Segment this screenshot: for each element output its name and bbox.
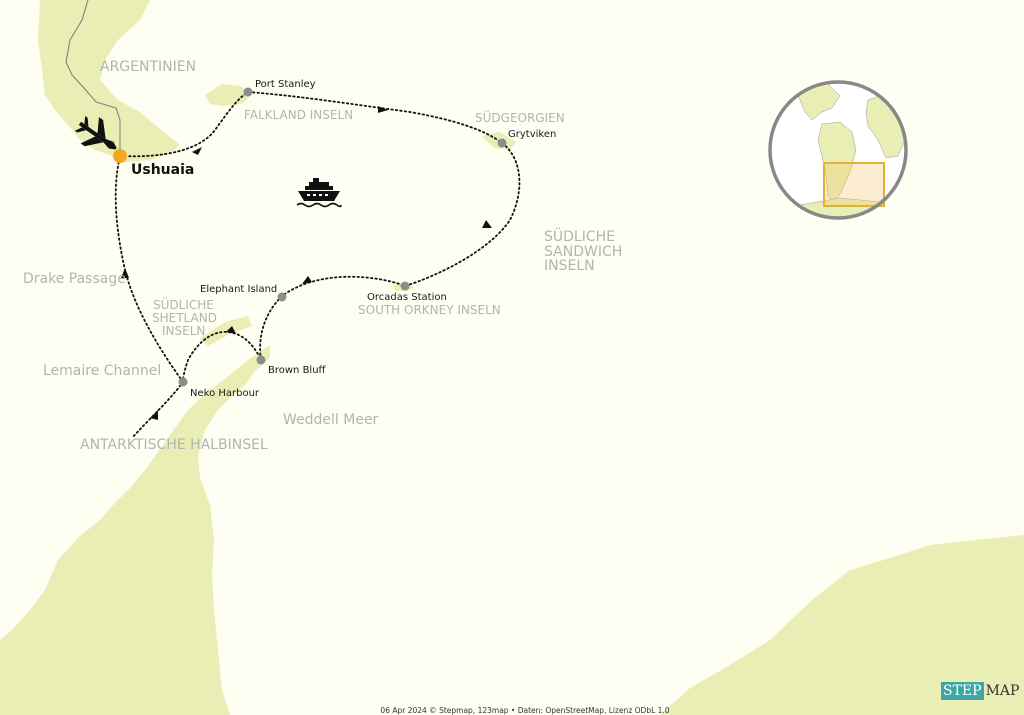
region-label-shetland-1: SÜDLICHE: [153, 296, 214, 312]
globe-inset: [768, 80, 908, 220]
place-label-brown-bluff[interactable]: Brown Bluff: [268, 365, 327, 376]
route-arrows: [121, 106, 492, 420]
region-label-sandwich-3: INSELN: [544, 258, 595, 274]
stop-marker-elephant[interactable]: [277, 292, 287, 302]
stop-marker-grytviken[interactable]: [497, 138, 507, 148]
stop-marker-ushuaia[interactable]: [113, 149, 127, 163]
argentina-chile-border: [65, 0, 121, 160]
landmass-south-america: [38, 0, 180, 162]
region-label-sandwich-2: SANDWICH: [544, 244, 622, 260]
landmass-antarctic-peninsula: [0, 345, 270, 715]
logo-part-step: STEP: [941, 682, 984, 700]
place-label-ushuaia[interactable]: Ushuaia: [131, 162, 194, 178]
airplane-icon: [74, 116, 117, 150]
region-label-falkland: FALKLAND INSELN: [244, 108, 353, 122]
place-label-elephant[interactable]: Elephant Island: [200, 284, 277, 295]
place-label-orcadas[interactable]: Orcadas Station: [367, 292, 447, 303]
region-label-orkney: SOUTH ORKNEY INSELN: [358, 303, 501, 317]
stop-marker-orcadas[interactable]: [400, 281, 410, 291]
region-label-sandwich-1: SÜDLICHE: [544, 227, 615, 245]
region-label-drake: Drake Passage: [23, 271, 126, 287]
place-label-grytviken[interactable]: Grytviken: [508, 129, 556, 140]
map-attribution: 06 Apr 2024 © Stepmap, 123map • Daten: O…: [380, 706, 670, 715]
region-label-suedgeorgien: SÜDGEORGIEN: [475, 109, 565, 125]
region-label-weddell: Weddell Meer: [283, 412, 379, 428]
stop-marker-brown-bluff[interactable]: [256, 355, 266, 365]
landmass-antarctica-mainland: [660, 535, 1024, 715]
region-label-halbinsel: ANTARKTISCHE HALBINSEL: [80, 437, 268, 453]
region-label-shetland-2: SHETLAND: [152, 311, 217, 325]
region-label-lemaire: Lemaire Channel: [43, 363, 161, 379]
landmass-falklands: [205, 84, 252, 106]
stop-marker-neko[interactable]: [178, 377, 188, 387]
logo-part-map: MAP: [985, 683, 1020, 699]
stop-marker-port-stanley[interactable]: [243, 87, 253, 97]
region-label-argentinien: ARGENTINIEN: [100, 59, 196, 75]
place-label-neko[interactable]: Neko Harbour: [190, 388, 260, 399]
globe-inset-highlight: [823, 162, 885, 207]
region-label-shetland-3: INSELN: [162, 324, 205, 338]
place-label-port-stanley[interactable]: Port Stanley: [255, 79, 316, 90]
